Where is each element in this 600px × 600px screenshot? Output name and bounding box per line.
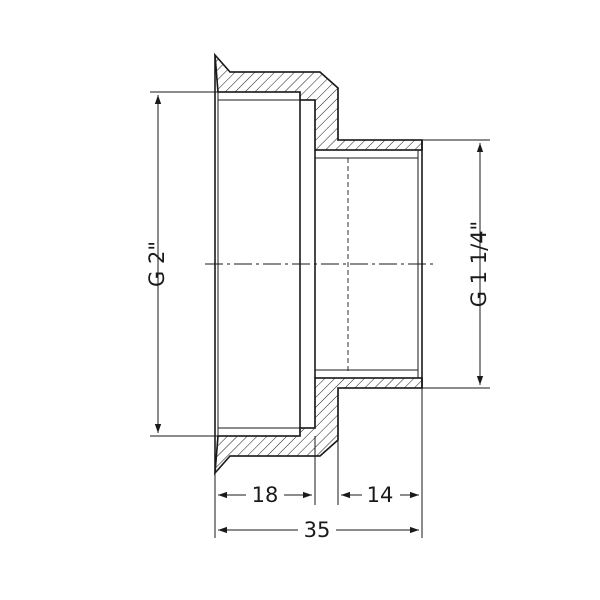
- section-wall-bottom: [214, 377, 423, 476]
- dimension-small-thread: G 1 1/4": [422, 139, 491, 389]
- dimension-total-length: 35: [218, 517, 419, 543]
- dimension-large-length: 18: [218, 482, 312, 508]
- label-small-length: 14: [367, 483, 394, 507]
- label-large-thread: G 2": [145, 241, 169, 287]
- label-small-thread: G 1 1/4": [467, 221, 491, 307]
- label-large-length: 18: [252, 483, 279, 507]
- dimension-large-thread: G 2": [145, 91, 218, 437]
- extension-lines: [214, 388, 423, 538]
- label-total-length: 35: [304, 518, 331, 542]
- dimension-small-length: 14: [341, 482, 419, 508]
- section-wall-top: [214, 52, 423, 151]
